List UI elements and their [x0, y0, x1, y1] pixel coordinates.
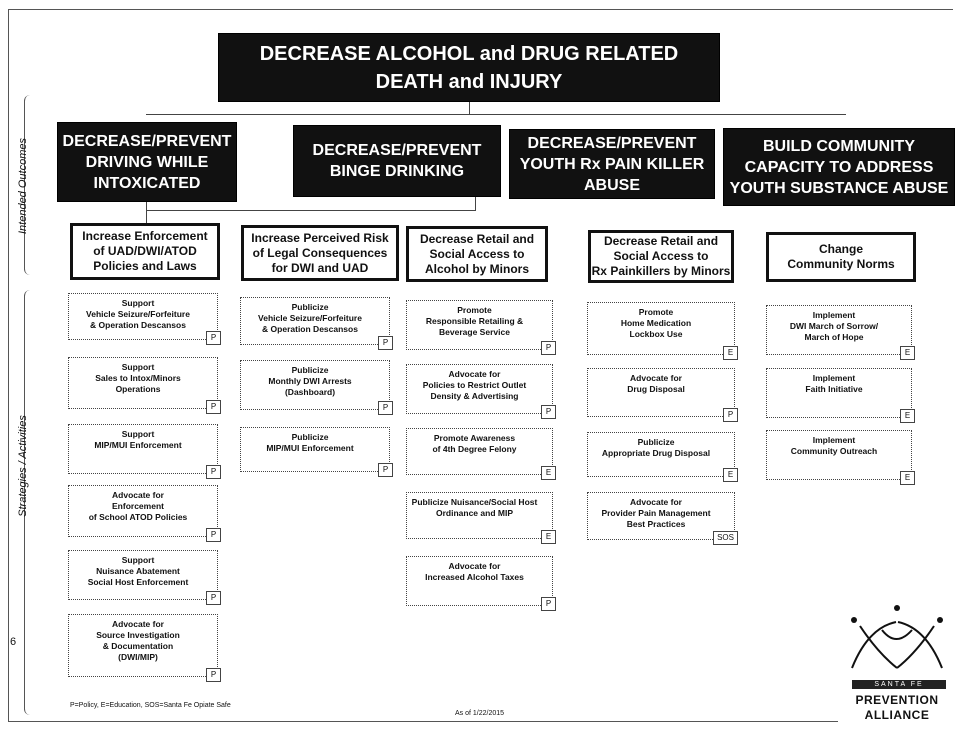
objectives-connector-bar — [146, 210, 476, 211]
activity-tag: P — [206, 668, 221, 682]
objective-alcohol-access: Decrease Retail and Social Access to Alc… — [406, 226, 548, 282]
activity-tag: P — [206, 528, 221, 542]
outcome-rx-painkiller: DECREASE/PREVENT YOUTH Rx PAIN KILLER AB… — [509, 129, 715, 199]
frame-top-border — [8, 9, 953, 10]
activity-tag: P — [723, 408, 738, 422]
activity-box: Promote Responsible Retailing & Beverage… — [406, 300, 556, 355]
activity-tag: P — [206, 591, 221, 605]
dwi-objective-connector — [146, 202, 147, 224]
activity-box: Support Vehicle Seizure/Forfeiture & Ope… — [68, 293, 221, 345]
logo-figures-icon — [851, 605, 943, 669]
activity-label: Implement DWI March of Sorrow/ March of … — [789, 310, 879, 342]
activity-label: Advocate for Drug Disposal — [627, 373, 685, 394]
activity-tag: E — [541, 466, 556, 480]
activity-label: Support Vehicle Seizure/Forfeiture & Ope… — [86, 298, 190, 330]
frame-bottom-border — [8, 721, 838, 722]
activity-tag: P — [378, 463, 393, 477]
date-text: As of 1/22/2015 — [455, 710, 505, 717]
activity-label: Publicize Monthly DWI Arrests (Dashboard… — [268, 365, 352, 397]
strategies-brace — [24, 290, 31, 715]
activity-box: Advocate for Enforcement of School ATOD … — [68, 485, 221, 542]
activity-label: Support Sales to Intox/Minors Operations — [95, 362, 181, 394]
outcome-binge-drinking: DECREASE/PREVENT BINGE DRINKING — [293, 125, 501, 197]
activity-label: Support Nuisance Abatement Social Host E… — [87, 555, 189, 587]
activity-tag: P — [378, 336, 393, 350]
logo: SANTA FE PREVENTION ALLIANCE — [838, 598, 956, 726]
logo-line1: PREVENTION — [855, 693, 939, 707]
page-number: 6 — [10, 636, 17, 648]
objective-perceived-risk: Increase Perceived Risk of Legal Consequ… — [241, 225, 399, 281]
activity-label: Advocate for Source Investigation & Docu… — [96, 619, 180, 662]
goal-connector — [469, 102, 470, 114]
activity-box: Implement DWI March of Sorrow/ March of … — [766, 305, 915, 360]
activity-box: Advocate for Policies to Restrict Outlet… — [406, 364, 556, 419]
activity-box: Advocate for Source Investigation & Docu… — [68, 614, 221, 682]
activity-label: Promote Home Medication Lockbox Use — [620, 307, 692, 339]
activity-box: Publicize Monthly DWI Arrests (Dashboard… — [240, 360, 393, 415]
frame-left-border — [8, 9, 9, 721]
activity-tag: P — [378, 401, 393, 415]
activity-label: Publicize Vehicle Seizure/Forfeiture & O… — [258, 302, 362, 334]
activity-tag: P — [541, 405, 556, 419]
outcome-community-capacity: BUILD COMMUNITY CAPACITY TO ADDRESS YOUT… — [723, 128, 955, 206]
activity-label: Advocate for Policies to Restrict Outlet… — [422, 369, 527, 401]
outcomes-connector-bar — [146, 114, 846, 115]
activity-label: Advocate for Increased Alcohol Taxes — [425, 561, 524, 582]
activity-tag: SOS — [713, 531, 738, 545]
activity-tag: P — [206, 331, 221, 345]
activity-box: Publicize Nuisance/Social Host Ordinance… — [406, 492, 556, 544]
activity-box: Advocate for Provider Pain Management Be… — [587, 492, 738, 545]
activity-label: Advocate for Enforcement of School ATOD … — [88, 490, 188, 522]
outcomes-side-label: Intended Outcomes — [17, 138, 29, 235]
activity-box: Support Sales to Intox/Minors Operations… — [68, 357, 221, 414]
objective-enforcement: Increase Enforcement of UAD/DWI/ATOD Pol… — [70, 223, 220, 280]
activity-tag: E — [900, 346, 915, 360]
activity-label: Publicize Nuisance/Social Host Ordinance… — [411, 497, 538, 518]
binge-objective-connector — [475, 197, 476, 211]
objective-rx-access: Decrease Retail and Social Access to Rx … — [588, 230, 734, 283]
activity-label: Publicize MIP/MUI Enforcement — [266, 432, 354, 453]
outcome-dwi: DECREASE/PREVENT DRIVING WHILE INTOXICAT… — [57, 122, 237, 202]
objective-community-norms: Change Community Norms — [766, 232, 916, 282]
activity-label: Implement Faith Initiative — [805, 373, 863, 394]
activity-tag: P — [541, 597, 556, 611]
activity-tag: E — [723, 468, 738, 482]
activity-label: Advocate for Provider Pain Management Be… — [601, 497, 711, 529]
activity-label: Promote Responsible Retailing & Beverage… — [425, 305, 524, 337]
activity-tag: E — [900, 409, 915, 423]
strategies-side-label: Strategies / Activities — [17, 415, 29, 517]
activity-box: Support Nuisance Abatement Social Host E… — [68, 550, 221, 605]
activity-label: Support MIP/MUI Enforcement — [94, 429, 182, 450]
activity-tag: E — [900, 471, 915, 485]
activity-label: Publicize Appropriate Drug Disposal — [601, 437, 711, 458]
legend-text: P=Policy, E=Education, SOS=Santa Fe Opia… — [70, 702, 231, 709]
activity-label: Promote Awareness of 4th Degree Felony — [432, 433, 517, 454]
activity-tag: E — [541, 530, 556, 544]
logo-banner: SANTA FE — [852, 680, 946, 689]
activity-label: Implement Community Outreach — [790, 435, 878, 456]
activity-tag: P — [206, 400, 221, 414]
activity-tag: P — [541, 341, 556, 355]
activity-box: Publicize Vehicle Seizure/Forfeiture & O… — [240, 297, 393, 350]
logo-line2: ALLIANCE — [864, 708, 930, 722]
activity-tag: P — [206, 465, 221, 479]
activity-tag: E — [723, 346, 738, 360]
goal-box: DECREASE ALCOHOL and DRUG RELATED DEATH … — [218, 33, 720, 102]
outcomes-brace — [24, 95, 31, 275]
